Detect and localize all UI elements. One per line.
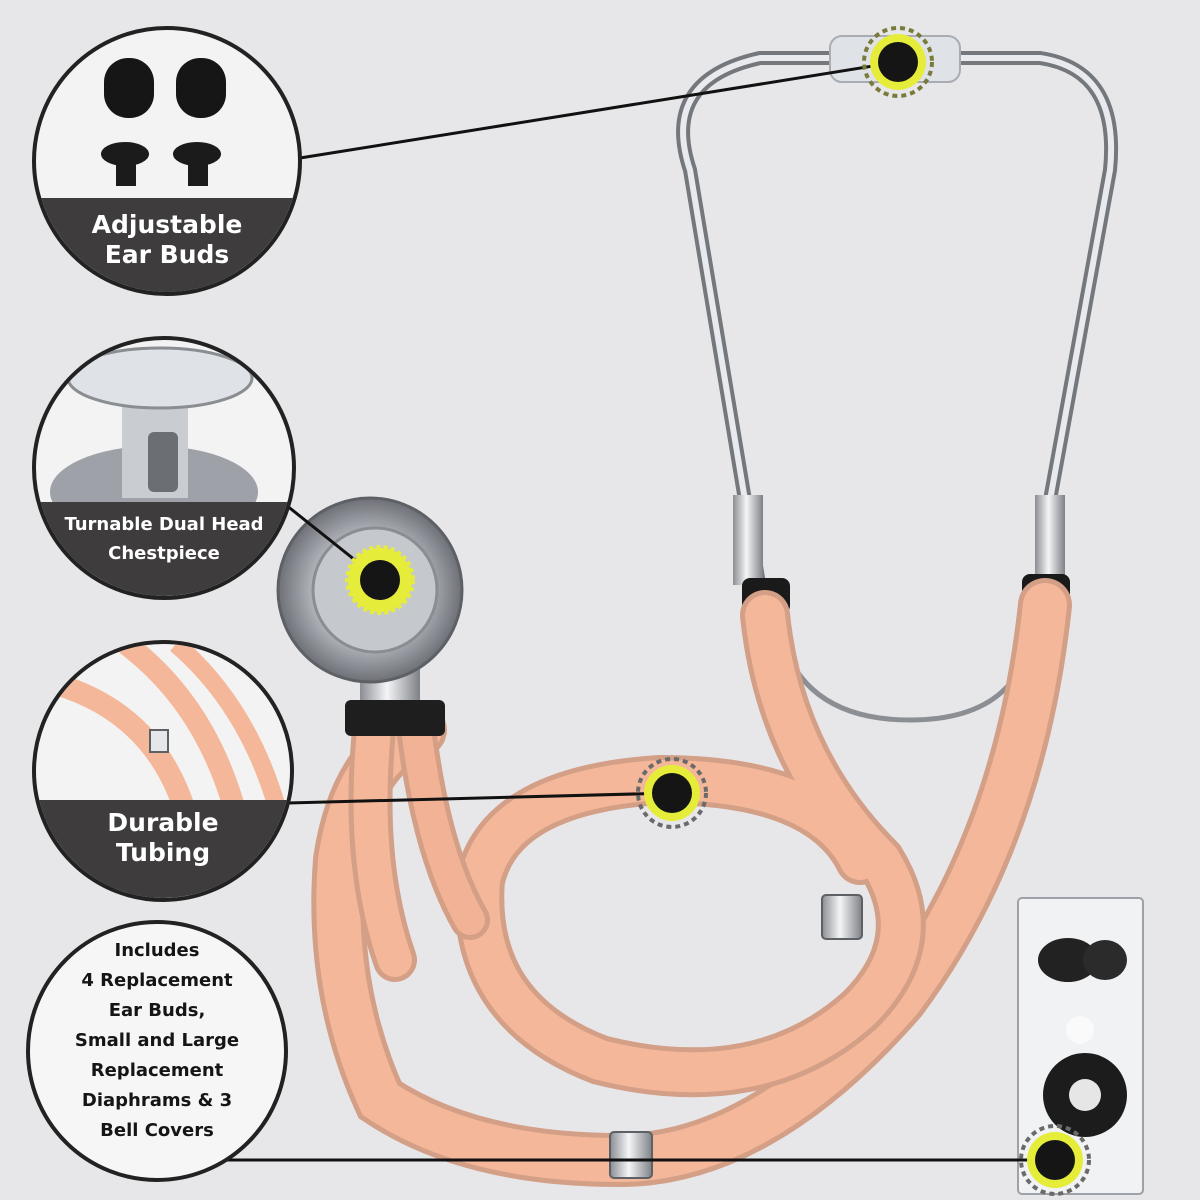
- chestpiece-label-band: Turnable Dual Head Chestpiece: [36, 502, 292, 596]
- includes-line2: 4 Replacement: [81, 970, 233, 991]
- includes-line4: Small and Large: [74, 1030, 240, 1051]
- marker-earbuds: [862, 26, 934, 98]
- includes-line7: Bell Covers: [100, 1120, 214, 1141]
- tubing-label-line2: Tubing: [115, 838, 211, 867]
- includes-line1: Includes: [114, 940, 200, 961]
- callout-tubing: Durable Tubing: [32, 640, 294, 902]
- right-sleeve: [1035, 495, 1065, 585]
- marker-includes: [1019, 1124, 1091, 1196]
- tubing-label-band: Durable Tubing: [36, 800, 290, 898]
- includes-line5: Replacement: [90, 1060, 224, 1081]
- callout-includes: Includes 4 Replacement Ear Buds, Small a…: [26, 920, 288, 1182]
- earbud-tips-image: [101, 58, 226, 186]
- marker-tubing: [636, 757, 708, 829]
- chestpiece: [276, 496, 464, 736]
- callout-earbuds: Adjustable Ear Buds: [32, 26, 302, 296]
- replacement-parts-pack: [1017, 897, 1144, 1195]
- includes-text: Includes 4 Replacement Ear Buds, Small a…: [40, 936, 274, 1146]
- tubing-closeup-image: [52, 644, 285, 818]
- chestpiece-label-line1: Turnable Dual Head: [64, 514, 264, 535]
- tube-clip-bottom: [609, 1131, 653, 1179]
- peach-tubing: [311, 578, 1072, 1188]
- callout-lines: [206, 60, 1055, 1162]
- marker-chestpiece: [345, 545, 415, 615]
- tube-clip: [821, 894, 863, 940]
- callout-chestpiece: Turnable Dual Head Chestpiece: [32, 336, 296, 600]
- includes-line6: Diaphrams & 3: [81, 1090, 233, 1111]
- includes-line3: Ear Buds,: [108, 1000, 206, 1021]
- earbuds-label-line1: Adjustable: [91, 210, 243, 239]
- earbuds-label-band: Adjustable Ear Buds: [36, 198, 298, 292]
- tubing-label-line1: Durable: [107, 808, 219, 837]
- earbuds-label-line2: Ear Buds: [104, 240, 230, 269]
- left-sleeve: [733, 495, 763, 585]
- chestpiece-label-line2: Chestpiece: [108, 543, 220, 564]
